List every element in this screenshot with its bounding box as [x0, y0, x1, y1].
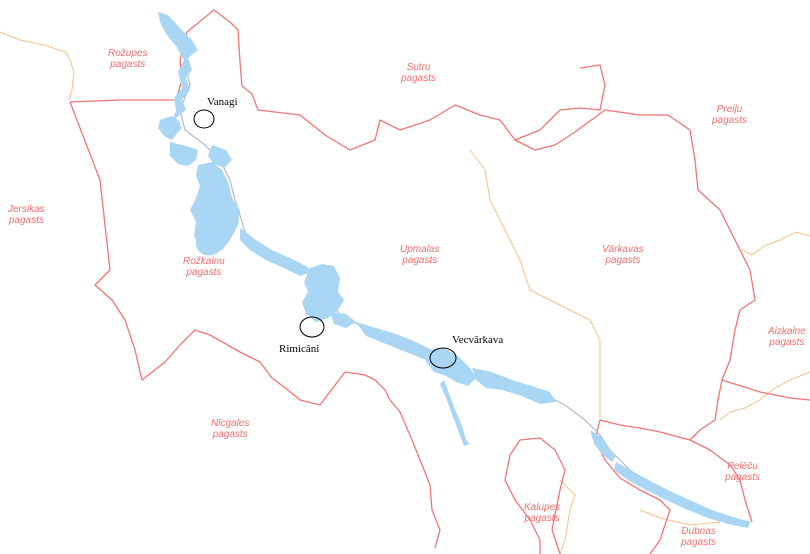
parish-name: Pelēču	[727, 461, 758, 472]
lake-west-big	[190, 162, 240, 255]
minor-border-rozupes	[0, 31, 75, 101]
parish-label-preilu: Preiļu pagasts	[712, 104, 747, 126]
parish-label-rozupes: Rožupes pagasts	[108, 48, 147, 70]
parish-name: Nīcgales	[211, 418, 250, 429]
minor-border-south-east	[719, 371, 810, 421]
parish-name: Vārkavas	[602, 244, 644, 255]
parish-name: Upmalas	[400, 244, 440, 255]
parish-suffix: pagasts	[212, 429, 248, 440]
parish-name: Rožkalnu	[183, 256, 225, 267]
parish-name: Kalupes	[524, 502, 561, 513]
parish-name: Preiļu	[716, 104, 743, 115]
parish-label-kalupes: Kalupes pagasts	[524, 502, 560, 524]
parish-name: Jersikas	[8, 204, 45, 215]
parish-label-dubnas: Dubnas pagasts	[681, 526, 716, 548]
parish-name: Rožupes	[108, 48, 148, 59]
minor-border-kalupes	[559, 479, 576, 554]
river-mid-1	[240, 228, 312, 276]
parish-suffix: pagasts	[605, 255, 641, 266]
parish-suffix: pagasts	[110, 59, 146, 70]
village-label-vanagi: Vanagi	[207, 96, 238, 108]
parish-suffix: pagasts	[725, 472, 761, 483]
parish-suffix: pagasts	[402, 255, 438, 266]
parish-suffix: pagasts	[8, 215, 44, 226]
parish-label-rozkalnu: Rožkalnu pagasts	[183, 256, 225, 278]
marker-rimicani	[299, 316, 325, 338]
parish-label-varkavas: Vārkavas pagasts	[602, 244, 644, 266]
parish-label-jersikas: Jersikas pagasts	[8, 204, 45, 226]
parish-name: Aizkalne	[768, 326, 806, 337]
lake-west-round	[195, 231, 222, 256]
parish-label-upmalas: Upmalas pagasts	[400, 244, 439, 266]
border-kalupes	[519, 437, 566, 554]
minor-border-dubnas	[639, 509, 721, 526]
village-markers	[193, 109, 457, 369]
marker-vanagi	[193, 109, 215, 129]
river-north-segment	[158, 12, 198, 134]
border-west	[69, 31, 441, 549]
minor-border-aizkalne	[741, 231, 810, 256]
parish-label-aizkalnes: Aizkalne pagasts	[768, 326, 806, 348]
border-east-stub	[721, 379, 810, 401]
village-label-vecvarkava: Vecvārkava	[452, 334, 504, 346]
parish-suffix: pagasts	[681, 537, 717, 548]
village-label-rimicani: Rimicāni	[279, 343, 320, 355]
parish-name: Sutru	[406, 62, 431, 73]
border-varkavas-north	[514, 109, 756, 441]
border-varkavas-south	[599, 419, 753, 523]
lake-west-north	[208, 145, 232, 168]
minor-border-upmalas-varkavas	[469, 149, 601, 420]
parish-label-nicgales: Nīcgales pagasts	[211, 418, 249, 440]
parish-suffix: pagasts	[769, 337, 805, 348]
minor-borders	[0, 31, 810, 554]
parish-label-pelecu: Pelēču pagasts	[725, 461, 760, 483]
parish-suffix: pagasts	[712, 115, 748, 126]
lake-rimicani	[302, 264, 344, 322]
parish-name: Dubnas	[681, 526, 716, 537]
river-mid-3	[472, 368, 556, 404]
tributary-vecvarkava	[440, 380, 470, 446]
parish-label-sutru: Sutru pagasts	[401, 62, 436, 84]
border-upmalas-north	[186, 9, 606, 151]
parish-suffix: pagasts	[401, 73, 437, 84]
parish-suffix: pagasts	[524, 513, 560, 524]
water-bodies	[158, 12, 750, 528]
border-kalupes-west	[504, 439, 541, 554]
river-south-2	[614, 462, 750, 528]
parish-suffix: pagasts	[186, 267, 222, 278]
lake-upper-2	[170, 142, 198, 166]
lake-rimicani-east	[330, 312, 356, 328]
lake-upper-cluster	[158, 116, 180, 140]
marker-vecvarkava	[429, 347, 457, 369]
river-south-1	[590, 430, 616, 462]
